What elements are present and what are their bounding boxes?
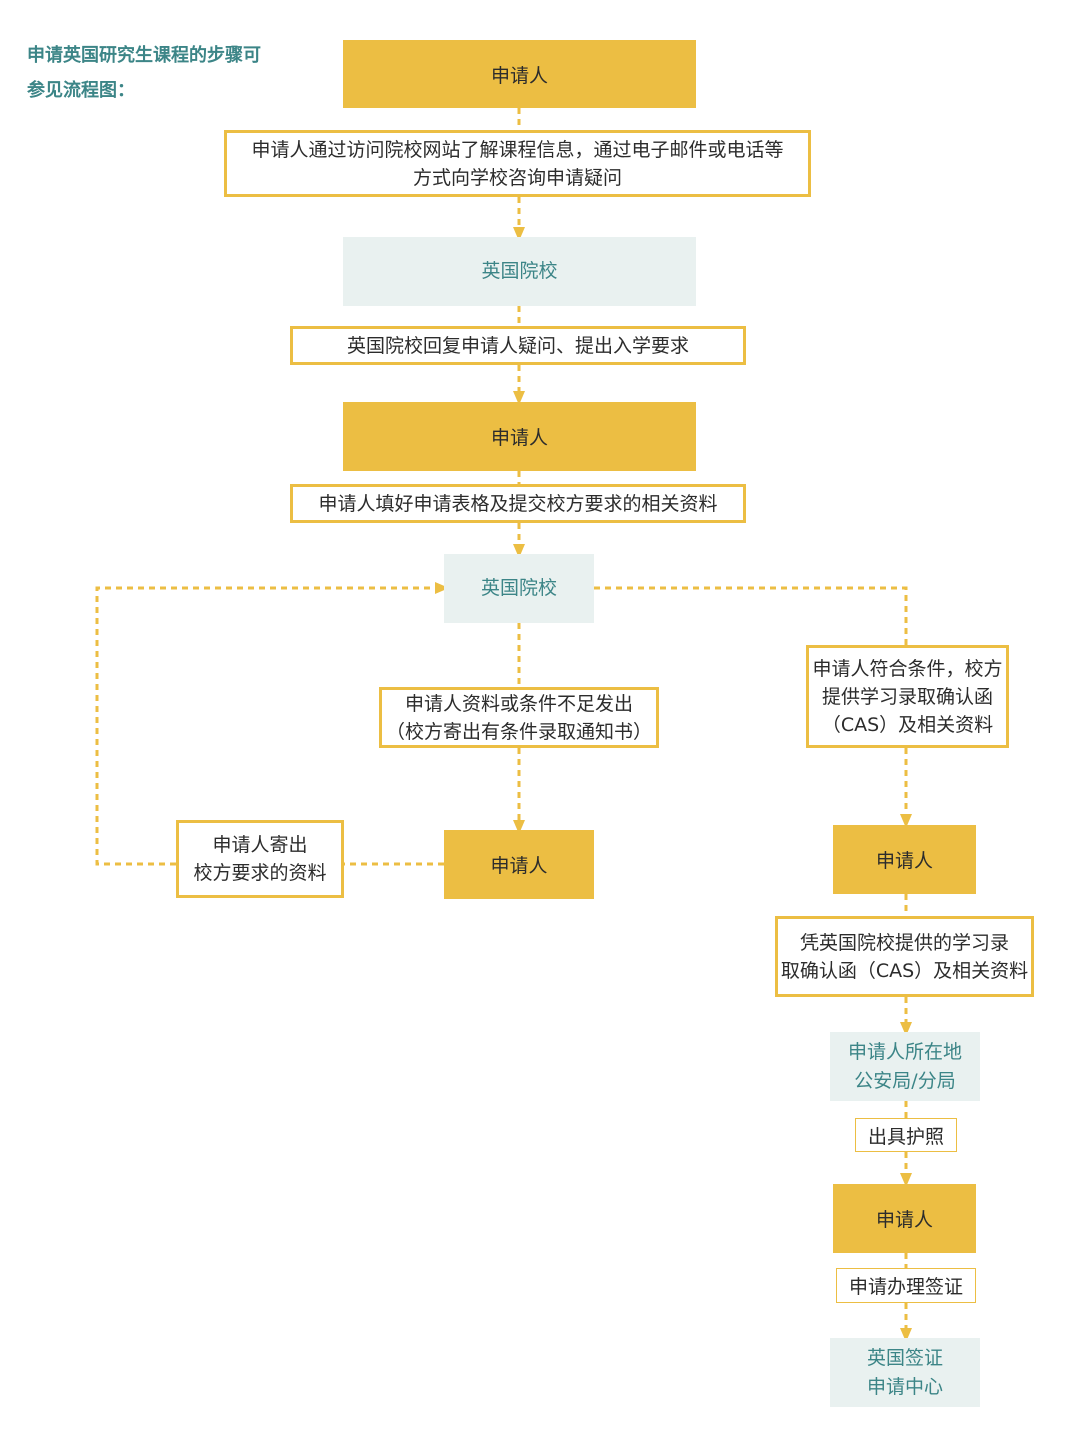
- node-step-submit-forms: 申请人填好申请表格及提交校方要求的相关资料: [290, 484, 746, 523]
- node-police-bureau-line-1: 申请人所在地: [847, 1040, 962, 1063]
- node-applicant-2: 申请人: [343, 402, 696, 471]
- node-with-cas-line-2: 取确认函（CAS）及相关资料: [780, 959, 1029, 982]
- node-applicant-right-b: 申请人: [833, 1184, 976, 1253]
- node-step-school-reply: 英国院校回复申请人疑问、提出入学要求: [290, 326, 746, 365]
- node-uk-school-1: 英国院校: [343, 237, 696, 306]
- node-step-research-line-2: 方式向学校咨询申请疑问: [412, 166, 622, 189]
- node-applicant-right-a: 申请人: [833, 825, 976, 894]
- node-applicant-1: 申请人: [343, 40, 696, 108]
- node-qualified-cas-line-2: 提供学习录取确认函: [821, 685, 993, 708]
- node-send-materials-line-1: 申请人寄出: [212, 834, 308, 856]
- intro-line-2: 参见流程图：: [27, 80, 135, 101]
- node-send-materials: 申请人寄出 校方要求的资料: [176, 820, 344, 898]
- node-visa-center-line-1: 英国签证: [866, 1346, 943, 1369]
- intro-line-1: 申请英国研究生课程的步骤可: [27, 45, 261, 66]
- node-qualified-cas-line-1: 申请人符合条件，校方: [812, 657, 1003, 680]
- node-apply-visa: 申请办理签证: [836, 1268, 976, 1303]
- node-step-research: 申请人通过访问院校网站了解课程信息，通过电子邮件或电话等 方式向学校咨询申请疑问: [224, 130, 811, 197]
- node-conditional-offer: 申请人资料或条件不足发出 （校方寄出有条件录取通知书）: [379, 687, 659, 748]
- node-with-cas-line-1: 凭英国院校提供的学习录: [799, 931, 1009, 954]
- connector-right-1: [594, 586, 908, 645]
- node-applicant-left: 申请人: [444, 830, 594, 899]
- node-visa-center-line-2: 申请中心: [866, 1375, 943, 1398]
- node-issue-passport: 出具护照: [855, 1118, 957, 1152]
- node-step-research-line-1: 申请人通过访问院校网站了解课程信息，通过电子邮件或电话等: [251, 138, 784, 161]
- node-send-materials-line-2: 校方要求的资料: [193, 862, 327, 884]
- node-with-cas: 凭英国院校提供的学习录 取确认函（CAS）及相关资料: [775, 916, 1034, 997]
- node-visa-center: 英国签证 申请中心: [830, 1338, 980, 1407]
- node-conditional-offer-line-1: 申请人资料或条件不足发出: [404, 692, 633, 715]
- node-qualified-cas: 申请人符合条件，校方 提供学习录取确认函 （CAS）及相关资料: [806, 645, 1009, 748]
- node-qualified-cas-line-3: （CAS）及相关资料: [821, 713, 994, 736]
- node-police-bureau-line-2: 公安局/分局: [854, 1069, 956, 1092]
- intro-text: 申请英国研究生课程的步骤可 参见流程图：: [27, 38, 327, 108]
- node-uk-school-2: 英国院校: [444, 554, 594, 623]
- node-police-bureau: 申请人所在地 公安局/分局: [830, 1032, 980, 1101]
- node-conditional-offer-line-2: （校方寄出有条件录取通知书）: [385, 720, 652, 743]
